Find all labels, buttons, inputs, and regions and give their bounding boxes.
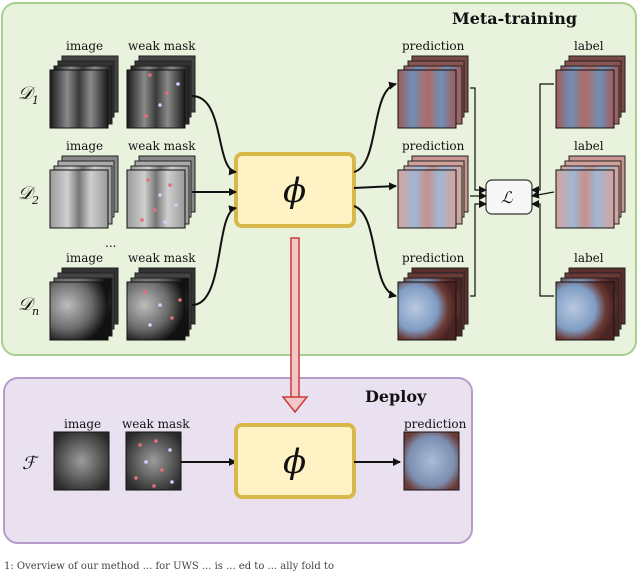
gt-label-3: label: [574, 251, 604, 265]
ellipsis: ...: [105, 236, 116, 250]
dataset-symbol-1: 𝒟: [18, 83, 36, 104]
image-stack-1: [49, 55, 119, 129]
arrow-d1-to-model: [191, 95, 237, 176]
pred1-to-loss: [470, 87, 487, 194]
weak-mask-stack-3: [126, 267, 196, 341]
weak-mask-stack-2: [126, 155, 196, 229]
arrow-model-to-pred-1: [353, 81, 397, 173]
deploy-title: Deploy: [365, 387, 427, 406]
deploy-pred-label: prediction: [404, 417, 467, 431]
deploy-prediction: [403, 431, 460, 491]
deploy-weak-mask: [125, 431, 182, 491]
label3-to-loss: [531, 200, 554, 297]
dataset-sub-3: n: [32, 305, 39, 318]
label-stack-2: [555, 155, 626, 229]
gt-label-1: label: [574, 39, 604, 53]
arrow-dn-to-model: [191, 205, 237, 306]
image-label-1: image: [66, 39, 103, 53]
dataset-symbol-2: 𝒟: [18, 183, 36, 204]
pred-label-2: prediction: [402, 139, 465, 153]
pred-label-1: prediction: [402, 39, 465, 53]
pred3-to-loss: [470, 200, 487, 297]
deploy-symbol: ℱ: [22, 453, 39, 474]
mask-label-3: weak mask: [128, 251, 196, 265]
gt-label-2: label: [574, 139, 604, 153]
deploy-mask-label: weak mask: [122, 417, 190, 431]
loss-symbol: ℒ: [501, 188, 513, 207]
mask-label-1: weak mask: [128, 39, 196, 53]
transfer-arrow: [281, 237, 309, 414]
label1-to-loss: [531, 83, 554, 194]
arrow-model-to-pred-2: [353, 182, 397, 191]
prediction-stack-2: [397, 155, 469, 229]
mask-label-2: weak mask: [128, 139, 196, 153]
weak-mask-stack-1: [126, 55, 196, 129]
dataset-sub-1: 1: [32, 94, 39, 107]
image-stack-2: [49, 155, 119, 229]
image-stack-3: [49, 267, 119, 341]
meta-training-title: Meta-training: [452, 9, 577, 28]
dataset-symbol-3: 𝒟: [18, 294, 36, 315]
image-label-2: image: [66, 139, 103, 153]
model-symbol-meta: ϕ: [283, 171, 306, 211]
pred-label-3: prediction: [402, 251, 465, 265]
prediction-stack-3: [397, 267, 469, 341]
label-stack-1: [555, 55, 626, 129]
label-stack-3: [555, 267, 626, 341]
prediction-stack-1: [397, 55, 469, 129]
model-symbol-deploy: ϕ: [283, 442, 306, 482]
image-label-3: image: [66, 251, 103, 265]
label2-to-loss: [531, 190, 555, 199]
deploy-image: [53, 431, 110, 491]
arrow-model-to-pred-3: [353, 205, 397, 299]
dataset-sub-2: 2: [31, 194, 39, 207]
deploy-image-label: image: [64, 417, 101, 431]
caption-fragment: 1: Overview of our method ... for UWS ..…: [4, 561, 334, 571]
